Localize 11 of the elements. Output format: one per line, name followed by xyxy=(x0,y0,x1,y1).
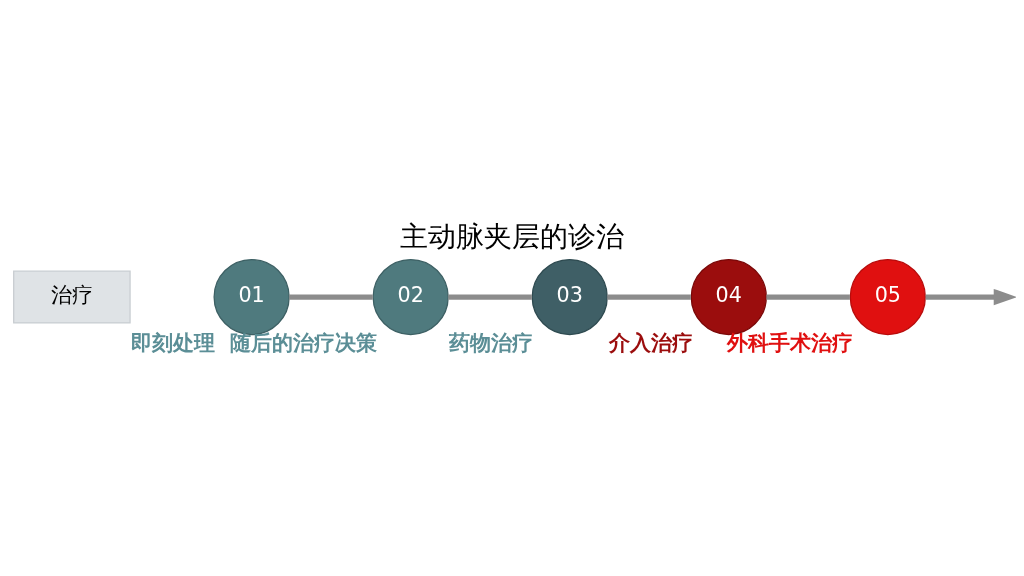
connector xyxy=(607,294,691,300)
arrow xyxy=(925,288,1016,306)
node-label: 药物治疗 xyxy=(449,330,534,355)
connector xyxy=(448,294,532,300)
connector xyxy=(289,294,373,300)
connector xyxy=(766,294,850,300)
node-label: 即刻处理 xyxy=(131,330,216,355)
diagram-title: 主动脉夹层的诊治 xyxy=(400,220,624,254)
node-circle: 03 xyxy=(531,258,608,336)
node-box: 治疗 xyxy=(13,270,131,324)
node-label: 介入治疗 xyxy=(608,330,693,355)
